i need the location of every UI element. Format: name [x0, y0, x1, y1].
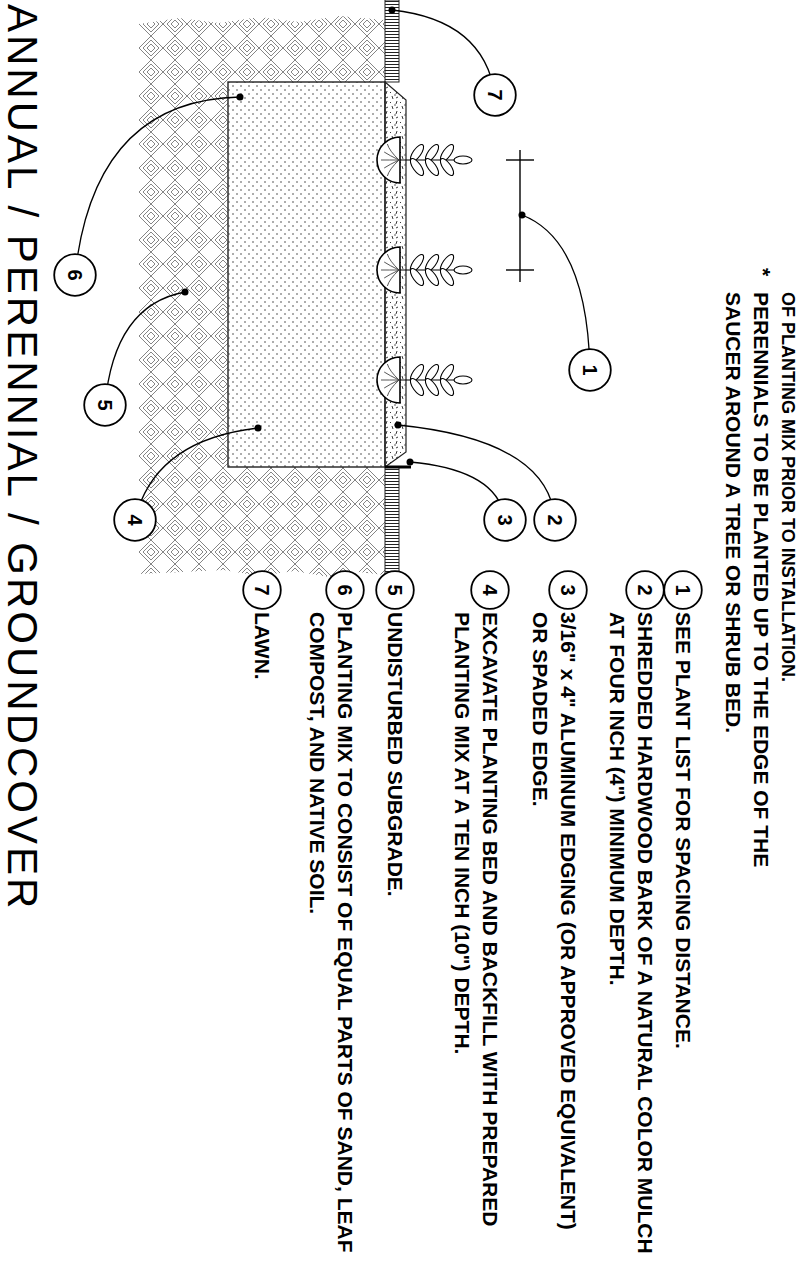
- callout-circle: 5: [375, 570, 415, 610]
- plant: [377, 357, 472, 403]
- lawn-strip: [385, 467, 399, 575]
- root-line: [384, 270, 399, 278]
- callout-number: 1: [568, 348, 612, 392]
- plant: [377, 247, 472, 293]
- callout-number: 2: [533, 498, 577, 542]
- leader-line: [135, 428, 258, 520]
- leaf: [423, 157, 441, 178]
- root-ball: [377, 137, 400, 183]
- root-line: [384, 262, 399, 270]
- leader-dot: [519, 212, 526, 219]
- callout-number: 7: [473, 73, 517, 117]
- detail-title: ANNUAL / PERENNIAL / GROUNDCOVER: [1, 4, 43, 911]
- leader-dot: [389, 7, 396, 14]
- callout-circle: 7: [242, 570, 282, 610]
- plants: [377, 137, 472, 403]
- callout-number: 5: [83, 383, 127, 427]
- dimension-tick: [506, 269, 534, 270]
- callout-number: 3: [548, 570, 588, 610]
- callout-number: 6: [53, 253, 97, 297]
- callout-number: 4: [113, 498, 157, 542]
- callout-number: 5: [375, 570, 415, 610]
- note-text: PERENNIALS TO BE PLANTED UP TO THE EDGE …: [719, 292, 775, 892]
- note-text: OF PLANTING MIX PRIOR TO INSTALLATION.: [777, 292, 799, 932]
- root-line: [387, 270, 399, 286]
- callout-circle: 6: [325, 570, 365, 610]
- callout-note: 3/16" x 4" ALUMINUM EDGING (OR APPROVED …: [526, 612, 582, 1262]
- callout-circle: 6: [53, 253, 97, 297]
- subgrade-hatch: [139, 16, 385, 577]
- callout-circle: 3: [483, 498, 527, 542]
- leaf: [438, 157, 456, 178]
- callout-note: SHREDDED HARDWOOD BARK OF A NATURAL COLO…: [603, 612, 659, 1262]
- callout-circle: 1: [663, 570, 703, 610]
- leader-line: [75, 97, 240, 275]
- callout-circle: 4: [470, 570, 510, 610]
- spacing-dimension: [506, 150, 534, 282]
- root-line: [384, 380, 399, 388]
- leader-dot: [395, 422, 402, 429]
- leaf: [408, 157, 426, 178]
- leaf: [408, 267, 426, 288]
- callout-number: 2: [625, 570, 665, 610]
- root-line: [381, 380, 399, 381]
- root-line: [387, 380, 399, 396]
- leaf: [438, 267, 456, 288]
- planting-mix-bed: [228, 82, 385, 467]
- callout-circle: 7: [473, 73, 517, 117]
- leaf: [454, 266, 472, 274]
- root-line: [384, 160, 399, 168]
- leader-dot: [407, 459, 414, 466]
- leader-lines: [75, 7, 590, 521]
- leaf: [438, 377, 456, 398]
- callout-number: 3: [483, 498, 527, 542]
- dimension-tick: [506, 159, 534, 160]
- callout-circle: 3: [548, 570, 588, 610]
- plant: [377, 137, 472, 183]
- aluminum-edging: [385, 466, 411, 469]
- callout-number: 7: [242, 570, 282, 610]
- root-ball: [377, 247, 400, 293]
- leaf: [454, 156, 472, 164]
- leader-dot: [237, 94, 244, 101]
- leader-dot: [182, 289, 189, 296]
- leaf: [408, 377, 426, 398]
- leaf: [454, 376, 472, 384]
- callout-number: 4: [470, 570, 510, 610]
- leader-line: [398, 425, 555, 520]
- callout-circle: 2: [533, 498, 577, 542]
- callout-circle: 1: [568, 348, 612, 392]
- root-line: [384, 152, 399, 160]
- leaf: [423, 377, 441, 398]
- note-asterisk: *: [749, 268, 777, 288]
- callout-note: SEE PLANT LIST FOR SPACING DISTANCE.: [669, 612, 697, 1262]
- root-line: [387, 160, 399, 176]
- callout-note: UNDISTURBED SUBGRADE.: [381, 612, 409, 1262]
- callout-circle: 4: [113, 498, 157, 542]
- root-line: [381, 270, 399, 271]
- root-line: [384, 372, 399, 380]
- leader-dot: [255, 425, 262, 432]
- callout-note: EXCAVATE PLANTING BED AND BACKFILL WITH …: [448, 612, 504, 1262]
- leaf: [423, 267, 441, 288]
- callout-circle: 5: [83, 383, 127, 427]
- callout-circle: 2: [625, 570, 665, 610]
- callout-note: PLANTING MIX TO CONSIST OF EQUAL PARTS O…: [303, 612, 359, 1262]
- callout-number: 6: [325, 570, 365, 610]
- callout-number: 1: [663, 570, 703, 610]
- root-ball: [377, 357, 400, 403]
- leader-line: [522, 215, 590, 370]
- root-line: [381, 160, 399, 161]
- callout-note: LAWN.: [248, 612, 276, 1262]
- lawn-strip: [385, 0, 399, 82]
